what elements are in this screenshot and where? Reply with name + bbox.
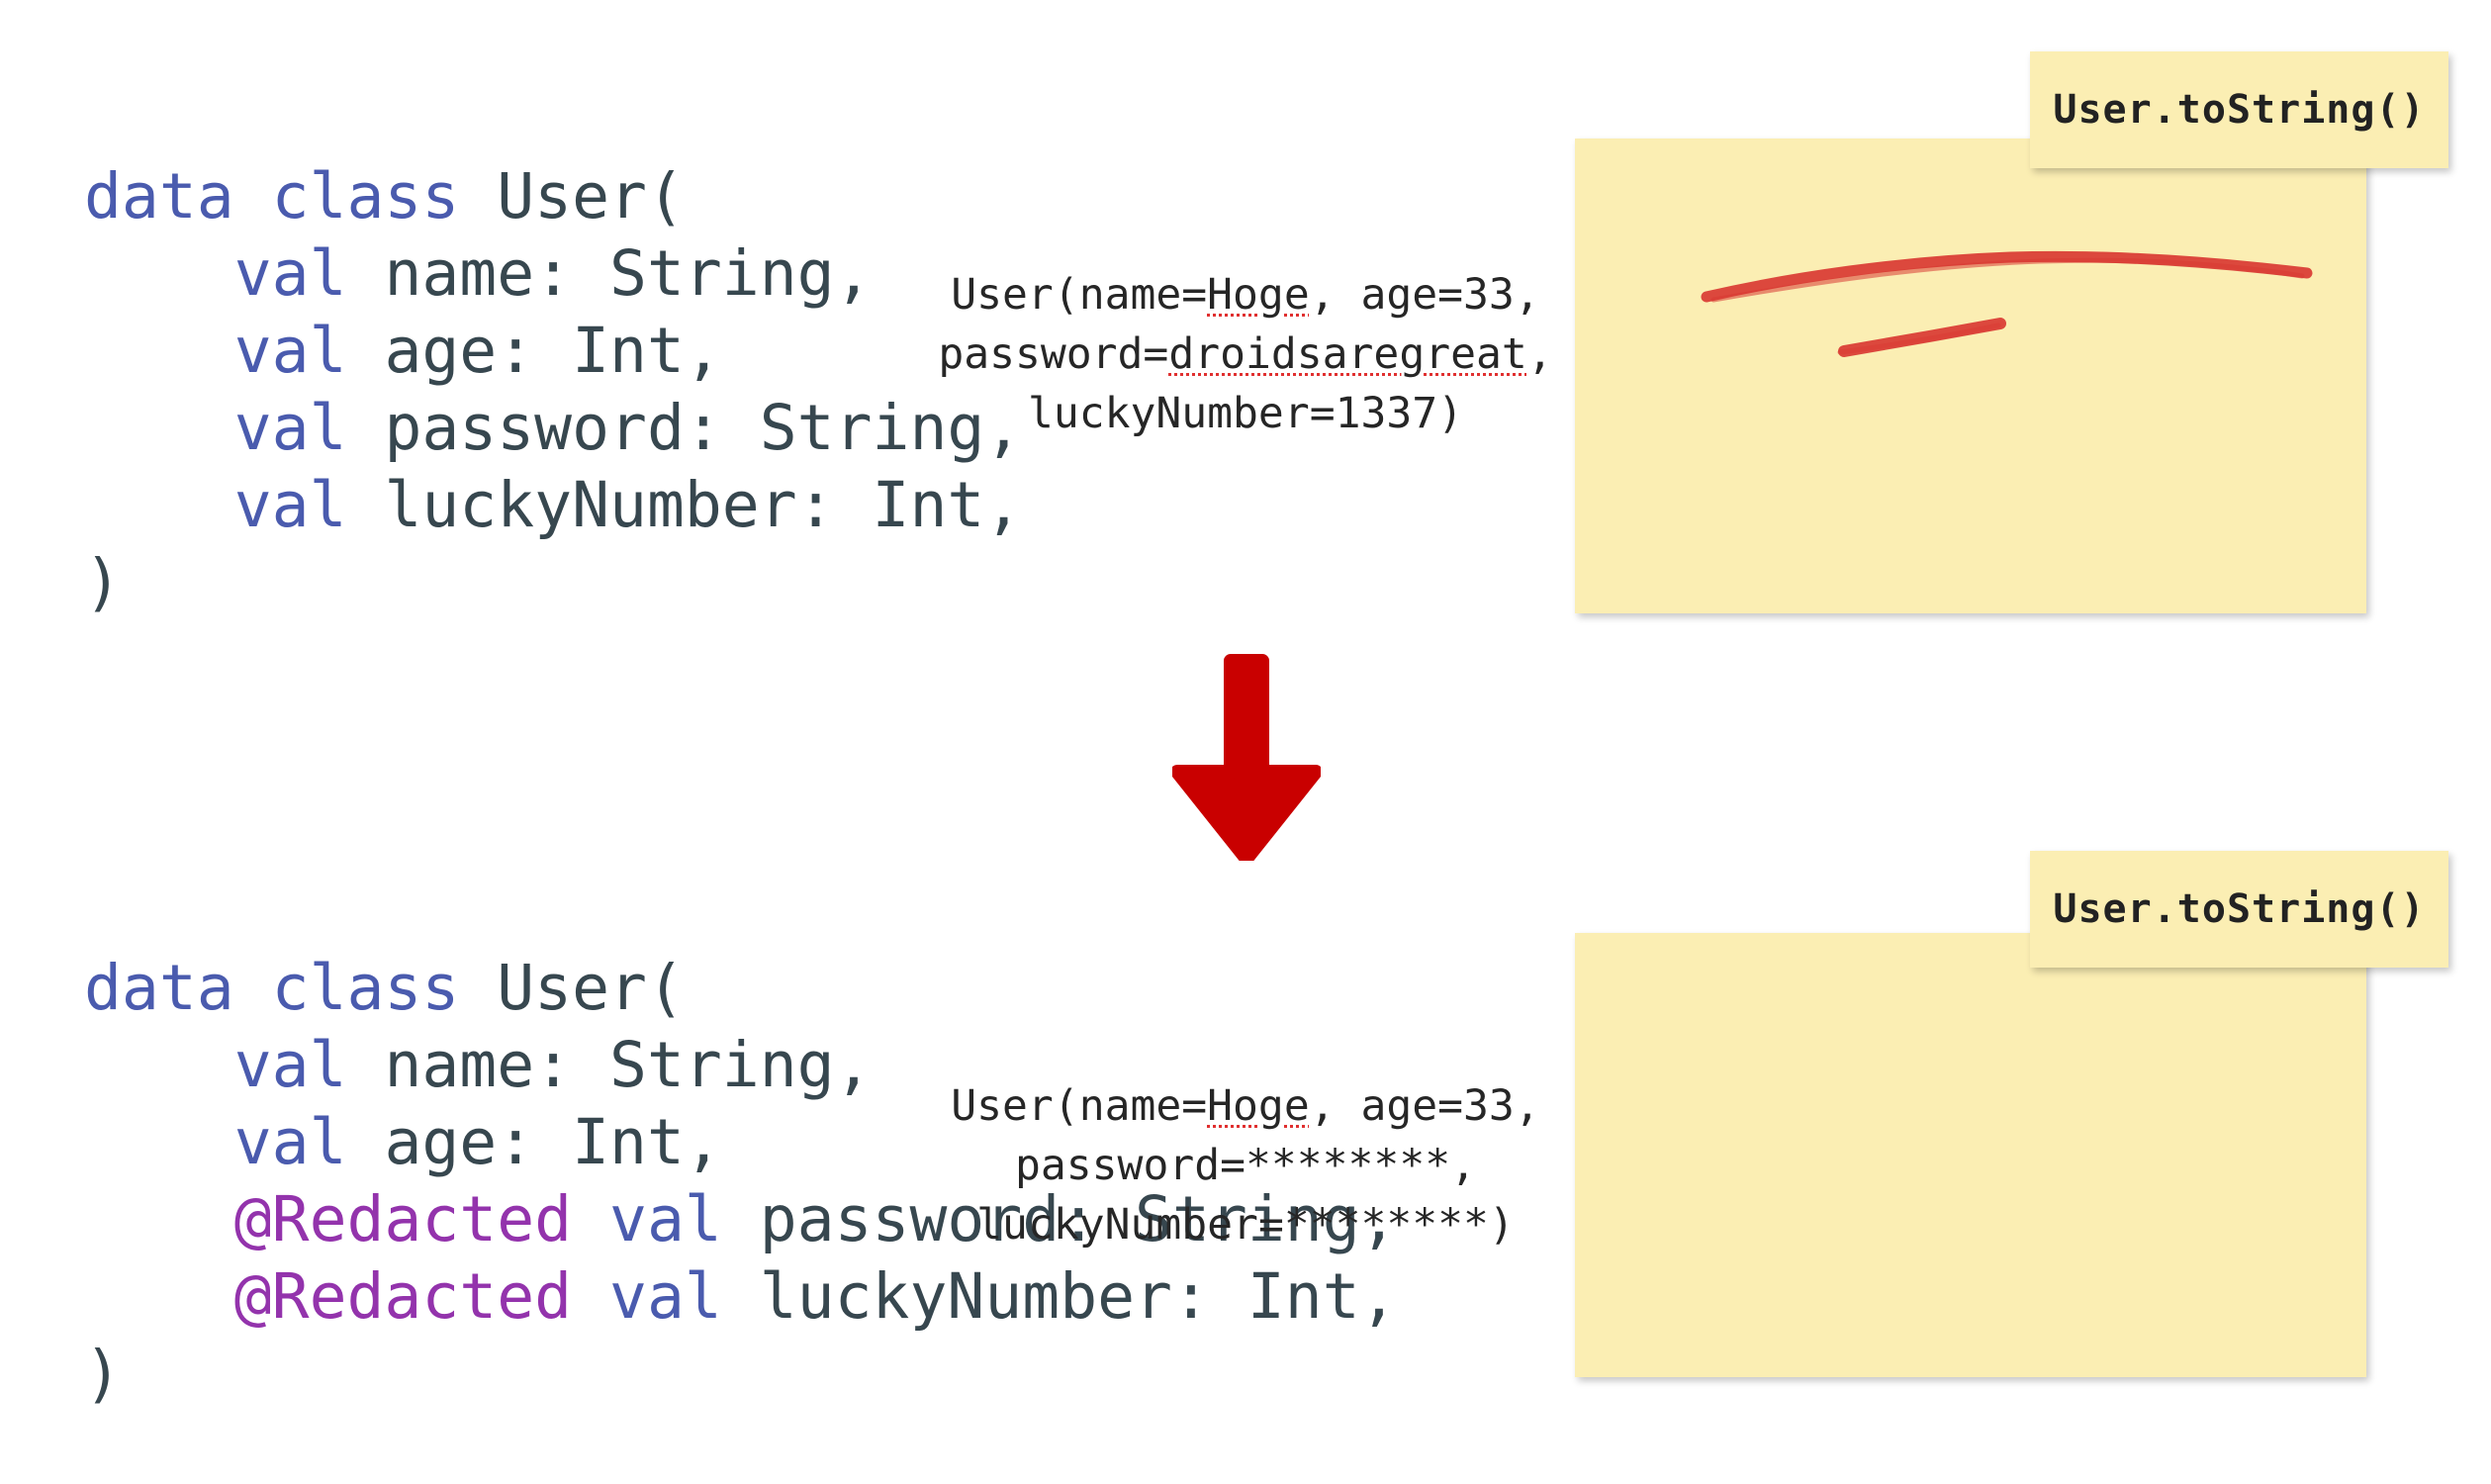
note-text-segment: , xyxy=(1526,329,1553,379)
code-token: data class xyxy=(84,160,498,232)
code-line: val luckyNumber: Int, xyxy=(84,467,1023,544)
note-text-line: User(name=Hoge, age=33, xyxy=(14,265,2477,325)
code-token: luckyNumber: Int, xyxy=(346,469,1023,541)
code-token: ) xyxy=(84,1338,122,1410)
note-text-line: luckyNumber=1337) xyxy=(14,384,2477,443)
note-label-after: User.toString() xyxy=(2030,851,2448,968)
spellcheck-underlined-word: Hoge xyxy=(1207,270,1310,320)
code-token: ) xyxy=(84,546,122,618)
note-text-segment: password=********, xyxy=(1015,1141,1476,1190)
note-text-segment: luckyNumber=1337) xyxy=(1027,389,1464,438)
code-token xyxy=(84,469,234,541)
code-token xyxy=(572,1260,609,1333)
code-block-after: data class User( val name: String, val a… xyxy=(84,950,1398,1413)
code-token: val xyxy=(609,1260,722,1333)
code-line: ) xyxy=(84,544,1022,621)
code-line: data class User( xyxy=(84,158,1022,235)
code-token xyxy=(84,1260,234,1333)
code-token: val xyxy=(233,315,347,387)
code-block-before: data class User( val name: String, val a… xyxy=(84,158,1022,621)
code-token: password: String, xyxy=(346,392,1023,464)
code-token: age: Int, xyxy=(346,315,722,387)
down-arrow-icon xyxy=(1170,643,1323,866)
code-token: age: Int, xyxy=(346,1106,722,1178)
note-text-segment: User(name= xyxy=(951,1081,1208,1131)
code-token: val xyxy=(233,237,347,310)
note-body-after: User(name=Hoge, age=33, password=********… xyxy=(0,1076,2491,1254)
note-label-before-text: User.toString() xyxy=(2053,87,2426,133)
code-token: name: String, xyxy=(346,1029,873,1101)
code-line: @Redacted val luckyNumber: Int, xyxy=(84,1258,1398,1336)
code-token: data class xyxy=(84,952,498,1024)
code-token: @Redacted xyxy=(233,1183,573,1255)
note-label-before: User.toString() xyxy=(2030,51,2448,168)
code-line: ) xyxy=(84,1336,1398,1413)
code-token: val xyxy=(233,1106,347,1178)
code-token: @Redacted xyxy=(233,1260,573,1333)
code-line: data class User( xyxy=(84,950,1398,1027)
code-token: User( xyxy=(497,952,685,1024)
note-text-segment: , age=33, xyxy=(1309,1081,1540,1131)
code-line: @Redacted val password: String, xyxy=(84,1181,1398,1258)
code-token: name: String, xyxy=(346,237,873,310)
code-token: val xyxy=(233,469,347,541)
code-token: password: String, xyxy=(721,1183,1398,1255)
code-token: luckyNumber: Int, xyxy=(721,1260,1398,1333)
code-token: val xyxy=(233,392,347,464)
sticky-note-before-output xyxy=(1575,139,2366,613)
note-body-before: User(name=Hoge, age=33,password=droidsar… xyxy=(0,265,2491,443)
note-text-segment: password= xyxy=(938,329,1169,379)
down-arrow-shape xyxy=(1170,654,1323,866)
note-text-segment: luckyNumber=********) xyxy=(976,1200,1515,1250)
note-text-segment: , age=33, xyxy=(1309,270,1540,320)
code-line: val name: String, xyxy=(84,1027,1398,1104)
code-token: User( xyxy=(497,160,685,232)
code-line: val age: Int, xyxy=(84,1104,1398,1181)
code-line: val age: Int, xyxy=(84,313,1022,390)
note-text-line: password=droidsaregreat, xyxy=(14,325,2477,384)
sticky-note-after-output xyxy=(1575,933,2366,1377)
spellcheck-underlined-word: Hoge xyxy=(1207,1081,1310,1131)
note-text-line: password=********, xyxy=(14,1136,2477,1195)
code-line: val name: String, xyxy=(84,235,1022,313)
note-text-segment: User(name= xyxy=(951,270,1208,320)
code-line: val password: String, xyxy=(84,390,1023,467)
code-token: val xyxy=(233,1029,347,1101)
note-label-after-text: User.toString() xyxy=(2053,886,2426,932)
code-token: val xyxy=(609,1183,722,1255)
spellcheck-underlined-word: droidsaregreat xyxy=(1168,329,1527,379)
note-text-line: User(name=Hoge, age=33, xyxy=(14,1076,2477,1136)
note-text-line: luckyNumber=********) xyxy=(14,1195,2477,1254)
